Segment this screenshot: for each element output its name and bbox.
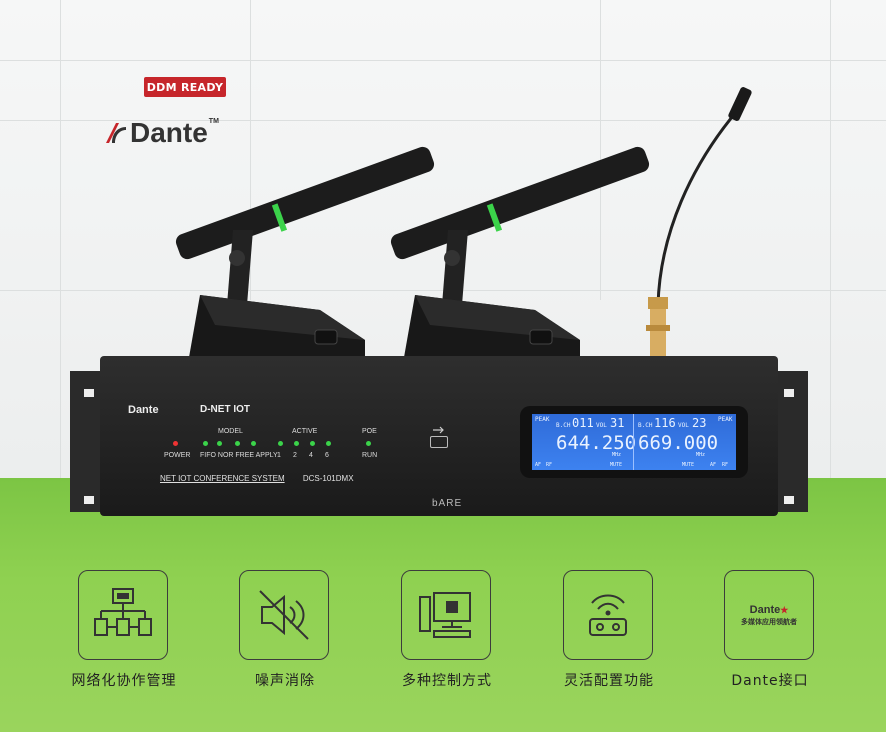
computer-icon: [419, 592, 471, 638]
active-num-1: 1: [277, 452, 281, 459]
lcd-left-af: AF: [535, 462, 542, 468]
feature-noise-box: [239, 570, 329, 660]
mode-led-fifo: [203, 441, 208, 446]
feature-control-label: 多种控制方式: [402, 673, 492, 689]
lcd-right-frequency: 669.000: [638, 432, 719, 454]
feature-config-label: 灵活配置功能: [564, 673, 654, 689]
usb-icon: [433, 426, 444, 434]
dante-brand-text: Dante: [130, 117, 208, 148]
lcd-right-ch-label: B.CH: [638, 422, 653, 429]
panel-dante-logo: Dante: [128, 404, 159, 416]
gooseneck-microphone: [630, 85, 760, 375]
feature-dante: Dante★ 多媒体应用领航者 Dante接口: [724, 570, 816, 689]
lcd-left-vol-label: VOL: [596, 422, 607, 429]
lcd-right-af: AF: [710, 462, 717, 468]
usb-port[interactable]: [430, 436, 448, 448]
lcd-right-mute: MUTE: [682, 462, 695, 468]
active-group-label: ACTIVE: [292, 428, 318, 435]
active-num-2: 2: [293, 452, 297, 459]
feature-noise: 噪声消除: [239, 570, 331, 689]
active-led-2: [294, 441, 299, 446]
ddm-ready-badge: DDM READY: [144, 77, 226, 97]
power-led: [173, 441, 178, 446]
lcd-left-frequency: 644.250: [556, 432, 637, 454]
lcd-left-mute: MUTE: [610, 462, 623, 468]
lcd-right-vol-label: VOL: [678, 422, 689, 429]
microphone-unit-2: [390, 130, 650, 380]
feature-noise-label: 噪声消除: [255, 673, 315, 689]
network-icon: [94, 588, 152, 636]
active-led-6: [326, 441, 331, 446]
lcd-screen: PEAK B.CH 011 VOL 31 644.250 MHz AF RF M…: [532, 414, 736, 470]
wireless-device-icon: [589, 594, 627, 636]
feature-control-box: [401, 570, 491, 660]
mode-led-apply: [251, 441, 256, 446]
brand-plate: bARE: [432, 498, 463, 509]
active-num-6: 6: [325, 452, 329, 459]
poe-group-label: POE: [362, 428, 377, 435]
dante-logo-icon: Dante★: [750, 604, 789, 616]
dante-mark-icon: [106, 123, 126, 143]
lcd-right-peak: PEAK: [718, 416, 733, 423]
model-group-label: MODEL: [218, 428, 243, 435]
dante-logo: Dante TM: [104, 117, 219, 149]
rack-front-panel: Dante D-NET IOT MODEL ACTIVE POE POWER F…: [100, 356, 778, 516]
feature-dante-box: Dante★ 多媒体应用领航者: [724, 570, 814, 660]
poe-led: [366, 441, 371, 446]
lcd-right-channel: 116: [654, 416, 676, 430]
lcd-display: PEAK B.CH 011 VOL 31 644.250 MHz AF RF M…: [520, 406, 748, 478]
dante-sub-text: Dante: [749, 603, 781, 616]
feature-network: 网络化协作管理: [72, 570, 176, 689]
lcd-left-peak: PEAK: [535, 416, 550, 423]
active-led-4: [310, 441, 315, 446]
runner-icon: ★: [780, 604, 789, 615]
model-number: DCS-101DMX: [302, 474, 354, 483]
lcd-right-rf: RF: [722, 462, 729, 468]
trademark: TM: [208, 117, 219, 125]
lcd-left-volume: 31: [610, 416, 625, 430]
feature-network-box: [78, 570, 168, 660]
dante-slogan: 多媒体应用领航者: [741, 617, 797, 626]
system-name: NET IOT CONFERENCE SYSTEM: [160, 474, 285, 483]
lcd-left-unit: MHz: [612, 452, 622, 458]
feature-config: 灵活配置功能: [563, 570, 655, 689]
panel-dnet-logo: D-NET IOT: [200, 404, 250, 415]
green-background: [0, 478, 886, 732]
active-num-4: 4: [309, 452, 313, 459]
active-led-1: [278, 441, 283, 446]
lcd-divider: [633, 414, 634, 470]
conference-system-rack: Dante D-NET IOT MODEL ACTIVE POE POWER F…: [70, 356, 808, 522]
mode-led-nor: [217, 441, 222, 446]
model-row: NET IOT CONFERENCE SYSTEM DCS-101DMX: [160, 474, 410, 483]
mode-led-free: [235, 441, 240, 446]
lcd-left-rf: RF: [546, 462, 553, 468]
feature-control: 多种控制方式: [401, 570, 493, 689]
feature-network-label: 网络化协作管理: [71, 673, 177, 689]
power-label: POWER: [164, 452, 191, 459]
feature-config-box: [563, 570, 653, 660]
lcd-left-channel: 011: [572, 416, 594, 430]
run-label: RUN: [362, 452, 378, 459]
mode-labels: FIFO NOR FREE APPLY: [200, 452, 278, 459]
lcd-right-volume: 23: [692, 416, 707, 430]
mute-speaker-icon: [259, 590, 309, 640]
lcd-right-unit: MHz: [696, 452, 706, 458]
lcd-left-ch-label: B.CH: [556, 422, 571, 429]
feature-dante-label: Dante接口: [731, 673, 809, 689]
